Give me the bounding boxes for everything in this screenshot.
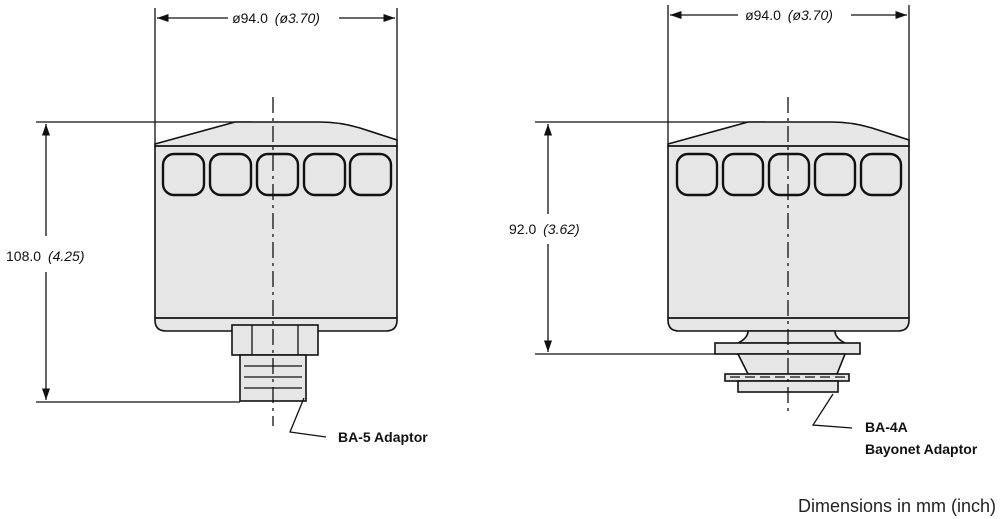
left-vent-window [302,152,347,197]
right-vent-window [675,152,719,197]
right-vent-window [767,152,811,197]
right-vent-window [859,152,903,197]
left-width-dimension: ø94.0 (ø3.70) [232,10,320,26]
right-vent-window [813,152,857,197]
right-adaptor-lug-plate [724,373,850,382]
left-adaptor-leader [289,397,327,438]
right-adaptor-label-line1: BA-4A [865,419,908,435]
left-vent-window [255,152,300,197]
right-height-dimension: 92.0 (3.62) [509,221,580,237]
left-breather-unit: ø94.0 (ø3.70) 108.0 (4.25) BA-5 Adaptor [6,8,428,445]
left-adaptor-hex-nut [231,324,319,356]
left-vent-window [161,152,206,197]
right-adaptor-neck [737,330,846,344]
left-adaptor-label: BA-5 Adaptor [338,429,428,445]
right-width-dimension: ø94.0 (ø3.70) [745,7,833,23]
right-adaptor-label-line2: Bayonet Adaptor [865,441,978,457]
right-vent-window [721,152,765,197]
left-height-dimension: 108.0 (4.25) [6,248,85,264]
right-breather-unit: ø94.0 (ø3.70) 92.0 (3.62) BA-4A Bayonet … [509,5,978,457]
left-vent-window [348,152,393,197]
right-adaptor-taper [736,353,847,375]
right-adaptor-leader [811,393,853,429]
units-note: Dimensions in mm (inch) [798,496,996,516]
left-vent-window [208,152,253,197]
